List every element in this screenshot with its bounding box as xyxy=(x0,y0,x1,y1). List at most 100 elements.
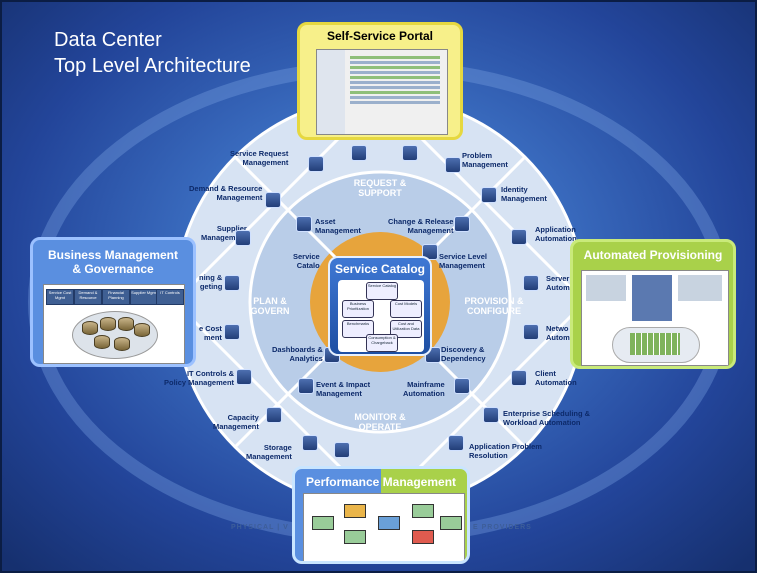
provisioning-panel-1 xyxy=(586,275,626,301)
label-planning-budgeting: ning & geting xyxy=(199,273,223,291)
business-tile-2: Demand & Resource xyxy=(74,289,102,305)
label-client-automation: Client Automation xyxy=(535,369,577,387)
automated-provisioning-title: Automated Provisioning xyxy=(583,248,723,262)
scheduling-icon xyxy=(483,407,499,423)
business-management-title: Business Management & Governance xyxy=(47,248,179,276)
label-service-cost-management: e Cost ment xyxy=(199,324,222,342)
database-icon xyxy=(82,321,98,335)
label-server-automation: Server Autom xyxy=(546,274,570,292)
perf-node xyxy=(344,530,366,544)
footer-text-right: E PROVIDERS xyxy=(473,524,532,531)
diagram-title-line2: Top Level Architecture xyxy=(54,55,251,77)
event-icon xyxy=(298,378,314,394)
problem-icon xyxy=(402,145,418,161)
label-mainframe-automation: Mainframe Automation xyxy=(403,380,445,398)
cost-icon xyxy=(224,324,240,340)
business-tile-3: Financial Planning xyxy=(102,289,130,305)
performance-screenshot xyxy=(303,493,465,561)
perf-node xyxy=(344,504,366,518)
label-application-problem-resolution: Application Problem Resolution xyxy=(469,442,542,460)
client-icon xyxy=(511,370,527,386)
provisioning-panel-2 xyxy=(632,275,672,321)
portal-sidebar xyxy=(317,50,345,134)
label-discovery-dependency: Discovery & Dependency xyxy=(441,345,486,363)
catalog-node-cost-models: Cost Models xyxy=(390,300,422,318)
label-application-automation: Application Automation xyxy=(535,225,577,243)
business-tile-1: Service Cost Mgmt xyxy=(46,289,74,305)
server-icon xyxy=(523,275,539,291)
label-demand-resource-management: Demand & Resource Management xyxy=(189,184,263,202)
automated-provisioning-box: Automated Provisioning xyxy=(570,239,736,369)
self-service-portal-title: Self-Service Portal xyxy=(326,29,434,43)
label-event-impact-management: Event & Impact Management xyxy=(316,380,371,398)
performance-management-title: Performance Management xyxy=(295,475,467,489)
label-storage-management: Storage Management xyxy=(246,443,292,461)
label-dashboards-analytics: Dashboards & Analytics xyxy=(272,345,323,363)
label-network-automation: Netwo Autom xyxy=(546,324,570,342)
performance-title-part2: Management xyxy=(382,475,457,489)
performance-title-part1: Performance xyxy=(305,475,380,489)
identity-icon xyxy=(481,187,497,203)
business-management-box: Business Management & Governance Service… xyxy=(30,237,196,367)
network-icon xyxy=(523,324,539,340)
perf-node xyxy=(412,530,434,544)
problem-mgmt-icon xyxy=(445,157,461,173)
label-it-controls-policy: IT Controls & Policy Management xyxy=(164,369,235,387)
database-icon xyxy=(114,337,130,351)
label-service-request-management: Service Request Management xyxy=(230,149,289,167)
label-asset-management: Asset Management xyxy=(315,217,361,235)
label-supplier-management: Supplier Management xyxy=(201,224,247,242)
portal-screenshot xyxy=(316,49,448,135)
perf-node xyxy=(412,504,434,518)
quadrant-plan-govern: PLAN & GOVERN xyxy=(250,296,290,316)
perf-node xyxy=(440,516,462,530)
label-problem-management: Problem Management xyxy=(462,151,508,169)
portal-content xyxy=(347,54,443,128)
provisioning-server-grid xyxy=(630,333,680,355)
demand-icon xyxy=(265,192,281,208)
capacity-icon xyxy=(266,407,282,423)
application-icon xyxy=(511,229,527,245)
database-icon xyxy=(94,335,110,349)
asset-icon xyxy=(296,216,312,232)
quadrant-monitor-operate: MONITOR & OPERATE xyxy=(354,412,406,432)
footer-text-left: PHYSICAL | V xyxy=(231,524,289,531)
app-problem-icon xyxy=(448,435,464,451)
performance-management-box: Performance Management xyxy=(292,466,470,564)
catalog-node-business: Business Prioritization xyxy=(342,300,374,318)
catalog-node-cost-data: Cost and Utilization Data xyxy=(390,320,422,338)
self-service-portal-box: Self-Service Portal xyxy=(297,22,463,140)
business-tile-4: Supplier Mgmt xyxy=(130,289,158,305)
service-catalog-box: Service Catalog Service Catalog Business… xyxy=(328,256,432,356)
perf-node xyxy=(312,516,334,530)
business-tile-5: IT Controls xyxy=(156,289,184,305)
planning-icon xyxy=(224,275,240,291)
catalog-node-service: Service Catalog xyxy=(366,282,398,300)
portal-icon xyxy=(351,145,367,161)
provisioning-screenshot xyxy=(581,270,729,366)
database-icon xyxy=(134,323,150,337)
storage-icon xyxy=(302,435,318,451)
service-request-icon xyxy=(308,156,324,172)
quadrant-request-support: REQUEST & SUPPORT xyxy=(353,178,407,198)
mainframe-icon xyxy=(454,378,470,394)
change-icon xyxy=(454,216,470,232)
controls-icon xyxy=(236,369,252,385)
diagram-title-line1: Data Center xyxy=(54,29,162,51)
database-icon xyxy=(118,317,134,331)
storage-db-icon xyxy=(334,442,350,458)
service-catalog-title: Service Catalog xyxy=(334,262,426,276)
label-enterprise-scheduling: Enterprise Scheduling & Workload Automat… xyxy=(503,409,591,427)
label-service-level-management: Service Level Management xyxy=(439,252,487,270)
label-service-catalog-inner: Service Catalo xyxy=(293,252,320,270)
supplier-icon xyxy=(235,230,251,246)
perf-node xyxy=(378,516,400,530)
service-catalog-diagram: Service Catalog Business Prioritization … xyxy=(338,280,424,352)
label-capacity-management: Capacity Management xyxy=(213,413,259,431)
provisioning-panel-3 xyxy=(678,275,722,301)
quadrant-provision-configure: PROVISION & CONFIGURE xyxy=(464,296,524,316)
label-identity-management: Identity Management xyxy=(501,185,547,203)
catalog-node-benchmarks: Benchmarks xyxy=(342,320,374,338)
catalog-node-consumption: Consumption & Chargeback xyxy=(366,334,398,352)
